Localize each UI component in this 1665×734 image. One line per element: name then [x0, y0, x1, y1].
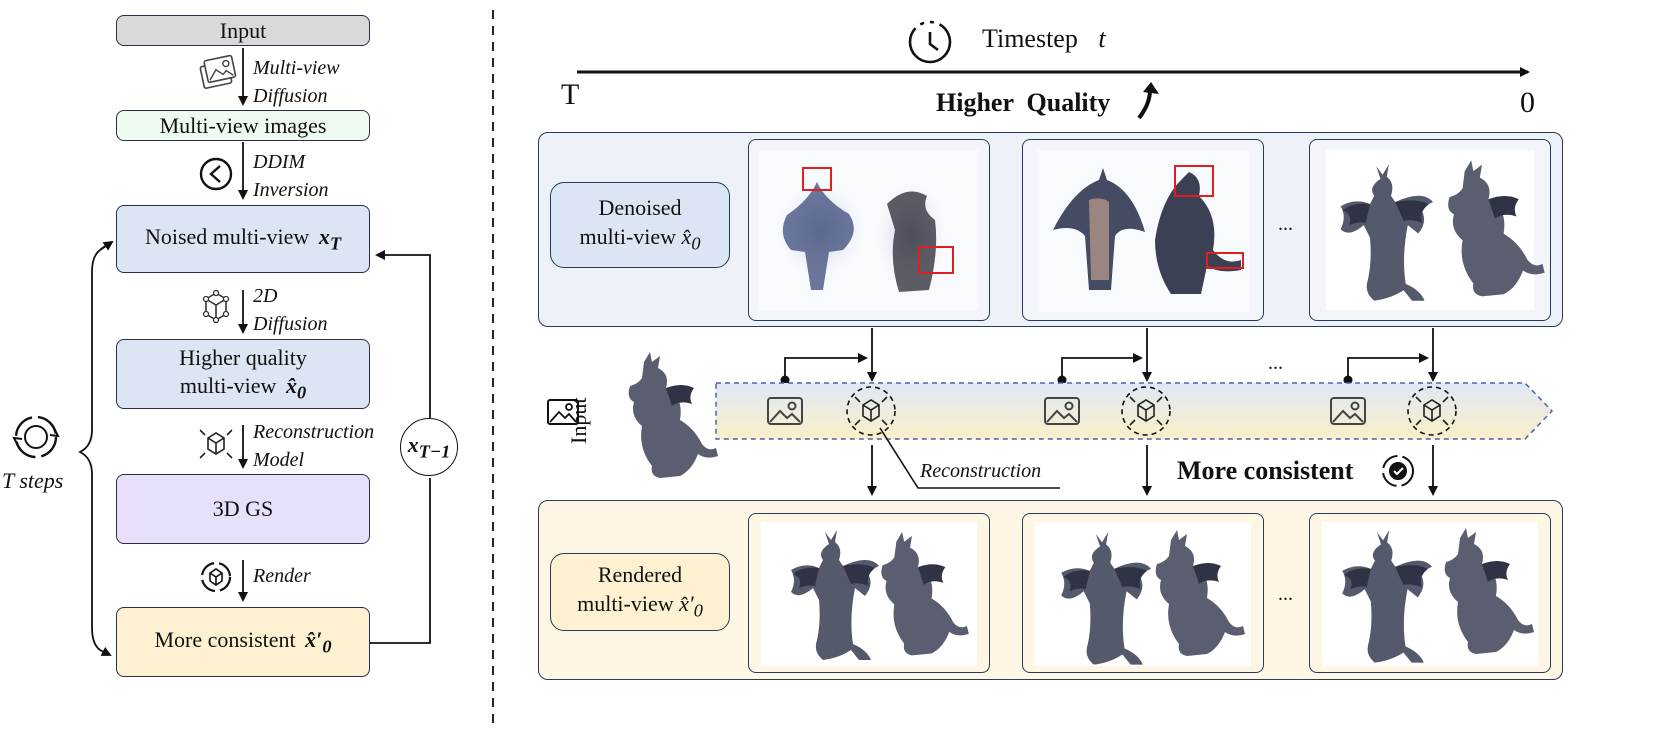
- noised-multiview-box: Noised multi-view xT: [116, 205, 370, 273]
- t-steps-label: T steps: [2, 468, 64, 493]
- dragon-image: [761, 522, 977, 666]
- reconstruction-label: Reconstruction: [920, 460, 1042, 482]
- process-band: [715, 382, 1554, 440]
- cycle-icon: [12, 415, 60, 459]
- input-box: Input: [116, 15, 370, 46]
- more-consistent-label: More consistent: [1177, 456, 1354, 485]
- rendered-label: Rendered multi-view x̂′0: [550, 553, 730, 631]
- dragon-image: [628, 352, 718, 478]
- higher-quality-box: Higher quality multi-view x̂0: [116, 339, 370, 409]
- dragon-image: [1326, 150, 1545, 310]
- input-side-label: Input: [566, 397, 591, 444]
- 3dgs-box: 3D GS: [116, 474, 370, 544]
- dragon-image: [1322, 522, 1538, 666]
- render-icon: [200, 561, 232, 593]
- multiview-images-box: Multi-view images: [116, 110, 370, 141]
- step4-label: Reconstruction Model: [253, 421, 375, 471]
- t-end-label: 0: [1520, 86, 1535, 119]
- step2-label: DDIM Inversion: [253, 151, 329, 201]
- step3-label: 2D Diffusion: [253, 285, 328, 335]
- image-icon: [547, 399, 579, 425]
- ellipsis-top: ...: [1278, 213, 1293, 235]
- clock-icon: [908, 20, 952, 64]
- more-consistent-box: More consistent x̂′0: [116, 607, 370, 677]
- step5-label: Render: [253, 565, 311, 587]
- dragon-image: [1035, 522, 1251, 666]
- step1-label: Multi-view Diffusion: [253, 57, 340, 107]
- denoised-label: Denoised multi-view x̂0: [550, 182, 730, 268]
- dragon-image: [1037, 150, 1249, 312]
- input-label: Input: [219, 17, 267, 43]
- cube-icon: [202, 289, 230, 324]
- ellipsis-bottom: ...: [1278, 583, 1293, 605]
- ellipsis-mid: ...: [1268, 352, 1283, 374]
- higher-quality-label: Higher Quality: [936, 88, 1111, 117]
- image-icon: [199, 54, 237, 89]
- rendered-image-1: [748, 513, 990, 673]
- check-badge-icon: [1382, 455, 1414, 487]
- denoised-image-1: [748, 139, 990, 321]
- rendered-image-2: [1022, 513, 1264, 673]
- dragon-image: [759, 150, 979, 310]
- timestep-label: Timestep t: [982, 24, 1106, 53]
- loop-node: xT−1: [400, 418, 458, 476]
- t-start-label: T: [561, 78, 580, 111]
- reconstruction-small-icon: [199, 429, 233, 459]
- denoised-image-3: [1309, 139, 1551, 321]
- rewind-icon: [199, 157, 233, 191]
- rendered-image-3: [1309, 513, 1551, 673]
- denoised-image-2: [1022, 139, 1264, 321]
